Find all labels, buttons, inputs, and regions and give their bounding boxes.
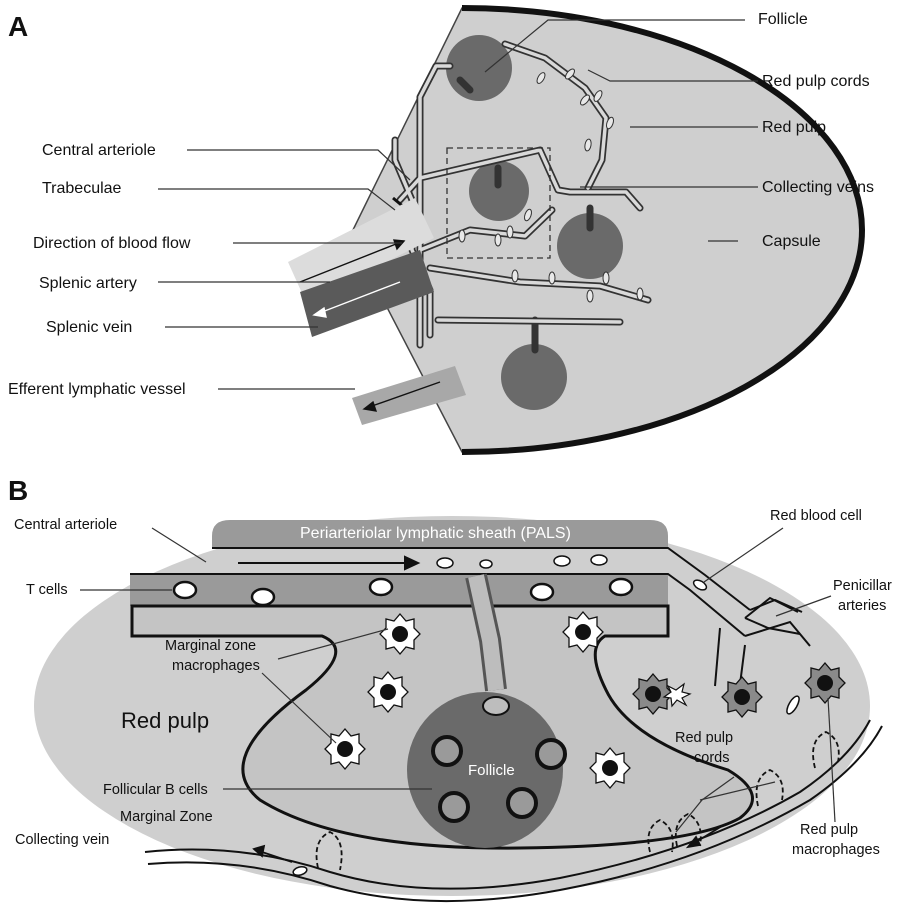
label-marginal-zone: Marginal Zone <box>120 809 213 825</box>
label-trabeculae: Trabeculae <box>42 180 122 197</box>
label-red-pulp-cords-a: Red pulp cords <box>762 73 870 90</box>
label-direction-blood-flow: Direction of blood flow <box>33 235 191 252</box>
label-capsule: Capsule <box>762 233 821 250</box>
label-red-pulp-b: Red pulp <box>121 708 209 733</box>
label-follicle-b: Follicle <box>468 762 515 779</box>
label-efferent-lymphatic: Efferent lymphatic vessel <box>8 381 186 398</box>
label-red-pulp-cords-b-2: cords <box>694 750 729 766</box>
label-pals: Periarteriolar lymphatic sheath (PALS) <box>300 525 571 542</box>
label-red-pulp-a: Red pulp <box>762 119 826 136</box>
label-collecting-vein-b: Collecting vein <box>15 832 109 848</box>
label-splenic-vein: Splenic vein <box>46 319 132 336</box>
label-follicle-a: Follicle <box>758 11 808 28</box>
label-penicillar-1: Penicillar <box>833 578 892 594</box>
label-red-pulp-macrophages-1: Red pulp <box>800 822 858 838</box>
label-mz-macrophages-2: macrophages <box>172 658 260 674</box>
label-red-pulp-cords-b-1: Red pulp <box>675 730 733 746</box>
label-penicillar-2: arteries <box>838 598 886 614</box>
label-splenic-artery: Splenic artery <box>39 275 137 292</box>
label-central-arteriole-a: Central arteriole <box>42 142 156 159</box>
label-t-cells: T cells <box>26 582 68 598</box>
label-red-pulp-macrophages-2: macrophages <box>792 842 880 858</box>
label-red-blood-cell: Red blood cell <box>770 508 862 524</box>
label-mz-macrophages-1: Marginal zone <box>165 638 256 654</box>
label-central-arteriole-b: Central arteriole <box>14 517 117 533</box>
label-collecting-veins: Collecting veins <box>762 179 874 196</box>
panel-a-letter: A <box>8 11 28 42</box>
label-follicular-b-cells: Follicular B cells <box>103 782 208 798</box>
capillary-end <box>483 697 509 715</box>
follicle-a4 <box>501 344 567 410</box>
panel-b-letter: B <box>8 475 28 506</box>
t-cell-zone <box>130 574 668 606</box>
